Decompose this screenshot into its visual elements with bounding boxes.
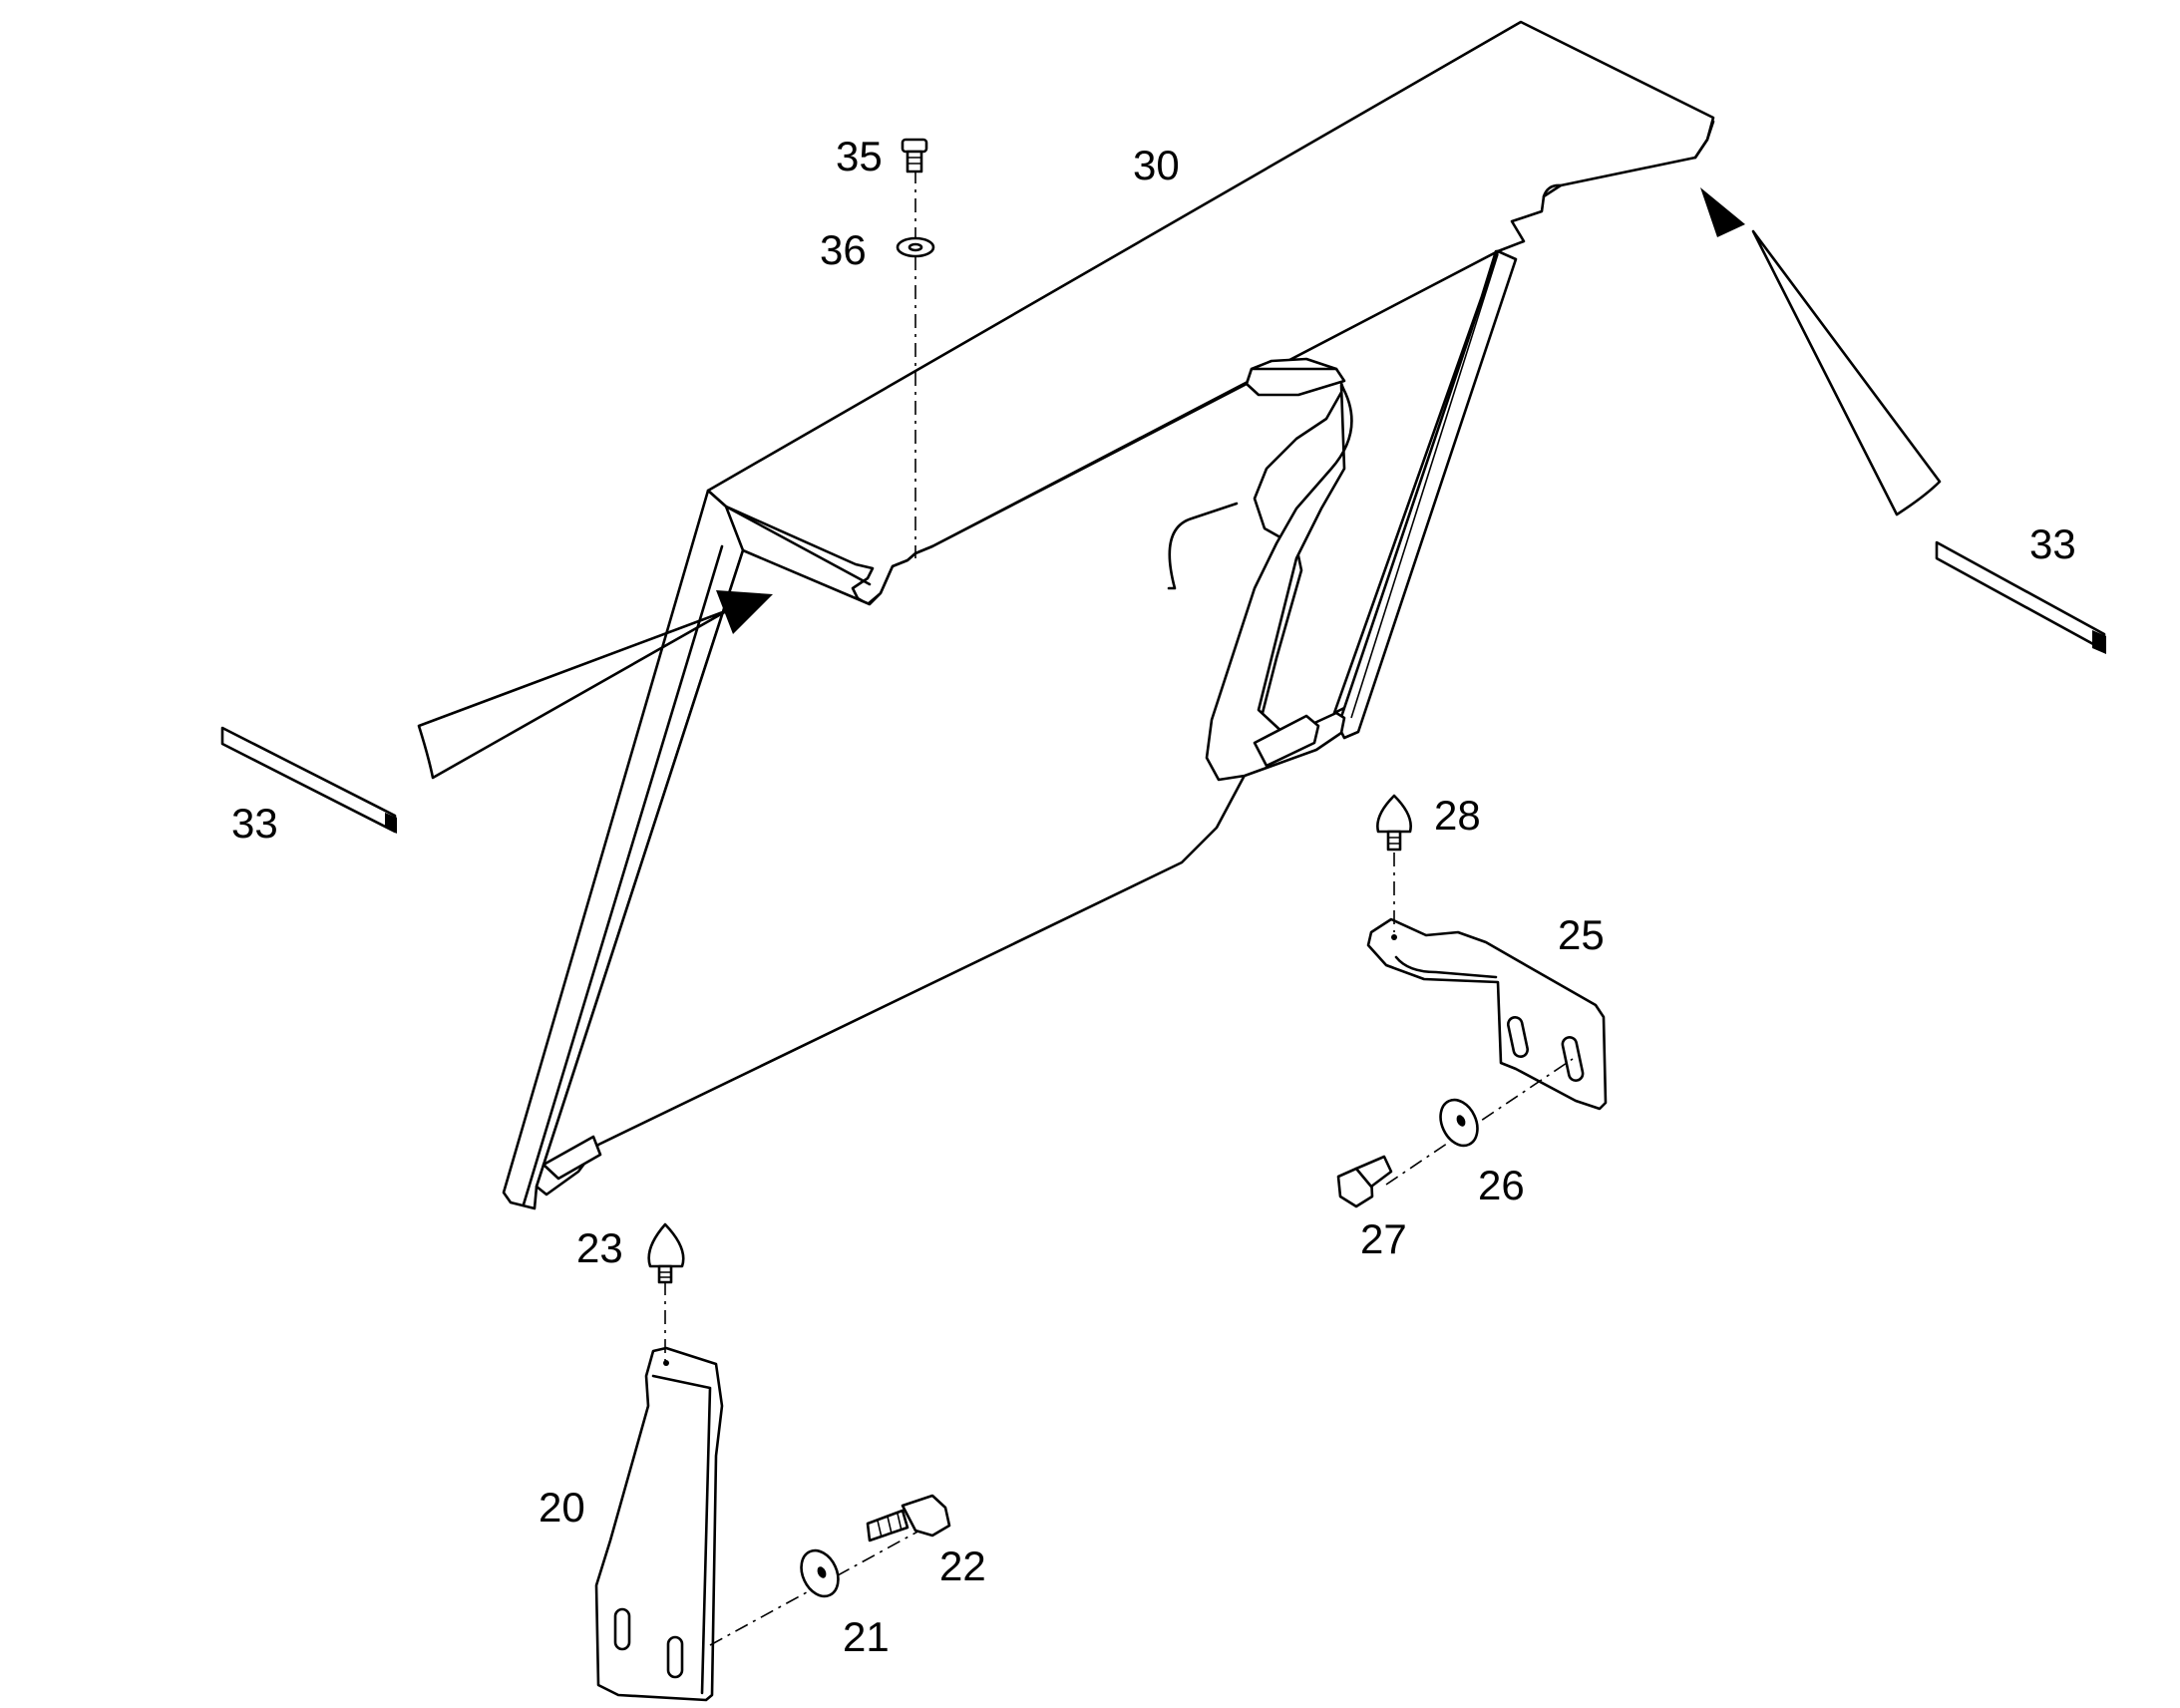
callout-36: 36 xyxy=(820,226,867,273)
part-33-seal-strip-left xyxy=(220,726,397,834)
callout-25: 25 xyxy=(1558,911,1605,958)
callout-21: 21 xyxy=(843,1613,890,1660)
part-26-washer xyxy=(1439,1098,1479,1148)
callout-26: 26 xyxy=(1478,1162,1525,1208)
part-36-washer xyxy=(896,236,935,258)
part-25-bracket xyxy=(1366,917,1608,1111)
part-22-bolt xyxy=(866,1494,951,1542)
part-28-bumper xyxy=(1376,794,1412,852)
callout-23: 23 xyxy=(576,1224,623,1271)
callout-33-left: 33 xyxy=(231,800,278,847)
part-27-bolt xyxy=(1336,1155,1393,1208)
part-21-washer xyxy=(800,1548,840,1598)
callout-33-right: 33 xyxy=(2029,520,2076,567)
arrow-left-insert xyxy=(417,590,773,780)
callout-35: 35 xyxy=(836,133,883,179)
callout-30: 30 xyxy=(1133,142,1180,188)
arrow-right-insert xyxy=(1700,187,1942,516)
part-23-bumper xyxy=(647,1222,685,1284)
part-30-cover-panel xyxy=(502,20,1715,1210)
part-20-bracket xyxy=(594,1346,724,1702)
part-33-seal-strip-right xyxy=(1935,540,2106,654)
callout-20: 20 xyxy=(539,1484,585,1531)
callout-22: 22 xyxy=(939,1542,986,1589)
callout-28: 28 xyxy=(1434,792,1481,839)
part-35-screw xyxy=(901,138,928,173)
callout-27: 27 xyxy=(1360,1215,1407,1262)
axis-line-26-27 xyxy=(1385,1058,1574,1186)
